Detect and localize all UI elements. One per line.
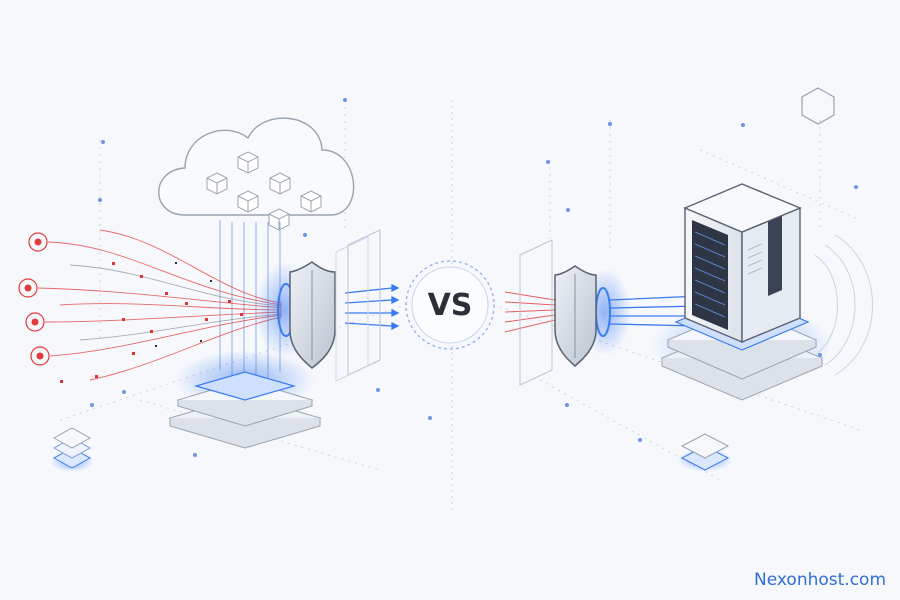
signal-arcs xyxy=(814,234,873,376)
layers-icon xyxy=(50,427,94,472)
attack-streams-right xyxy=(504,291,556,333)
shield-icon xyxy=(554,265,631,367)
cube-icon xyxy=(206,151,322,231)
grid-dots xyxy=(90,98,858,457)
threat-node-icon xyxy=(18,232,50,366)
shield-icon xyxy=(255,261,336,369)
attack-particles xyxy=(60,262,243,383)
panel-outlines-right xyxy=(519,239,553,386)
vs-label: VS xyxy=(427,287,473,323)
watermark-text: Nexonhost.com xyxy=(754,570,886,590)
hexagon-icon xyxy=(801,87,835,125)
server-rack-icon xyxy=(683,183,802,344)
platform-stack-icon xyxy=(168,350,322,449)
vs-emblem xyxy=(405,260,495,350)
panel-outlines-left xyxy=(335,229,381,382)
layers-icon xyxy=(677,433,733,472)
